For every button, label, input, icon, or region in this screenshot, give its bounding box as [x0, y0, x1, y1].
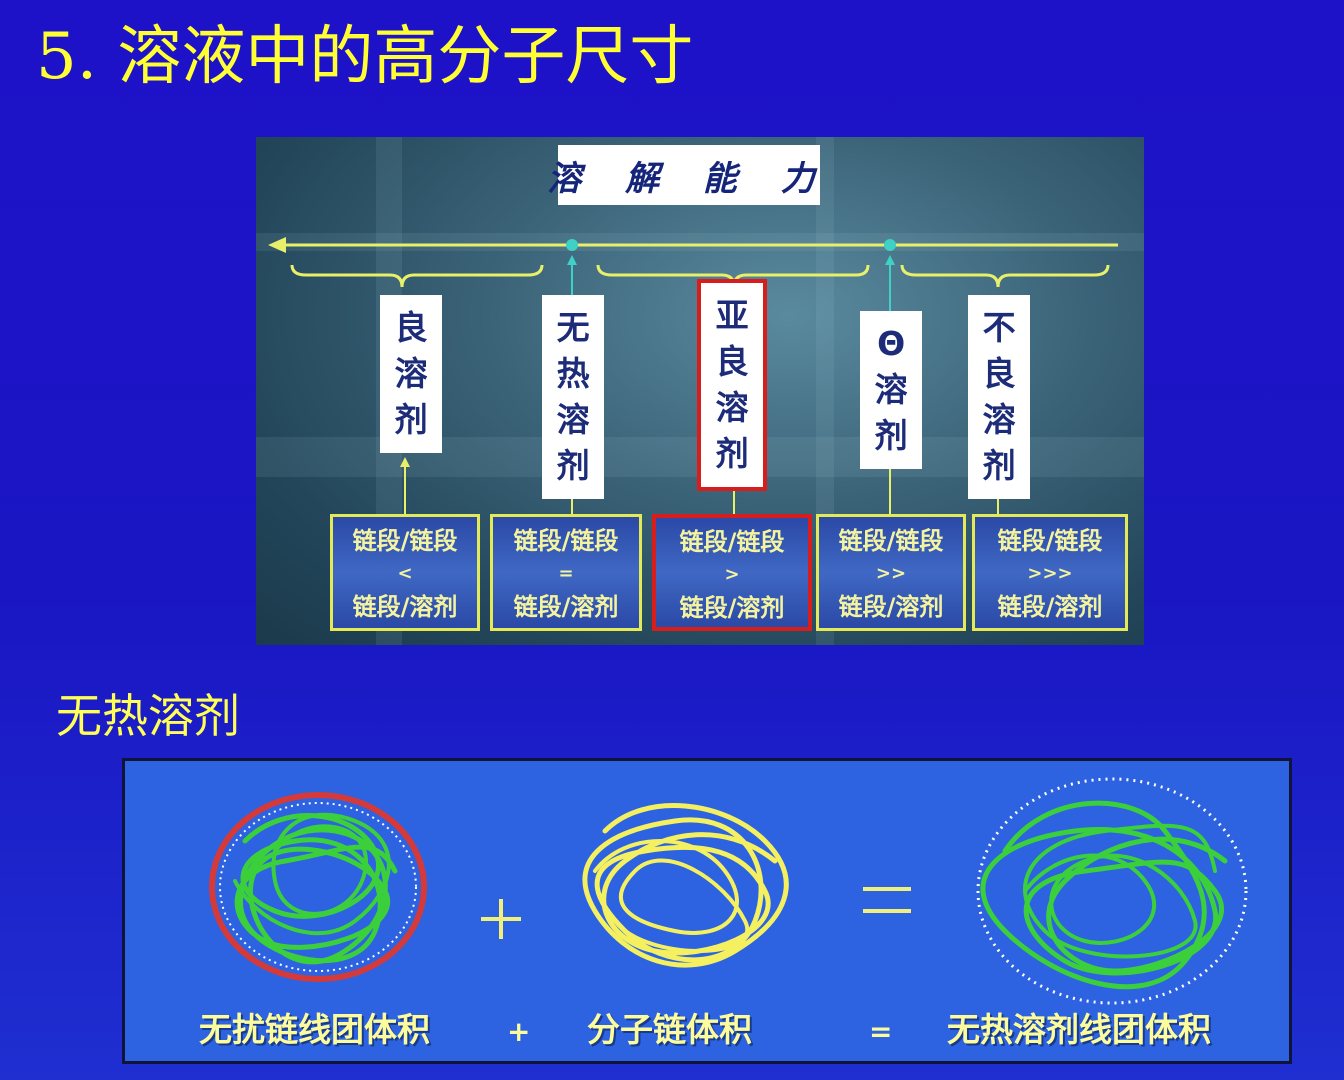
athermal-coil	[976, 777, 1248, 1005]
ratio-top: 链段/链段	[513, 527, 619, 555]
ratio-box-sub-good: 链段/链段 > 链段/溶剂	[652, 514, 812, 631]
ratio-box-poor: 链段/链段 >>> 链段/溶剂	[972, 514, 1128, 631]
ratio-operator: >	[724, 564, 740, 585]
ratio-operator: =	[558, 563, 574, 584]
caption-plus: +	[507, 1015, 531, 1048]
chain-volume-coil	[582, 803, 789, 968]
equals-symbol	[863, 887, 911, 913]
ratio-bottom: 链段/溶剂	[997, 593, 1103, 621]
ratio-bottom: 链段/溶剂	[679, 594, 785, 622]
ratio-box-good: 链段/链段 < 链段/溶剂	[330, 514, 480, 631]
solvency-axis-diagram	[268, 237, 1118, 514]
plus-symbol	[481, 899, 521, 939]
slide-title: 5. 溶液中的高分子尺寸	[36, 20, 694, 94]
ratio-box-theta: 链段/链段 >> 链段/溶剂	[816, 514, 966, 631]
ratio-top: 链段/链段	[352, 527, 458, 555]
coil-illustration	[209, 777, 1248, 1005]
athermal-coil-volume-caption: 无热溶剂线团体积	[947, 1010, 1211, 1049]
solvency-title: 溶 解 能 力	[547, 145, 820, 205]
ratio-operator: >>	[875, 563, 907, 584]
unperturbed-coil-volume-caption: 无扰链线团体积	[199, 1010, 430, 1049]
coil-volume-figure: 无扰链线团体积 + 分子链体积 = 无热溶剂线团体积	[122, 758, 1292, 1064]
good-solvent-label: 良溶剂	[380, 295, 443, 453]
ratio-operator: <	[397, 563, 413, 584]
sub-good-solvent-label: 亚良溶剂	[697, 279, 768, 491]
chain-volume-caption: 分子链体积	[587, 1010, 752, 1049]
ratio-bottom: 链段/溶剂	[513, 593, 619, 621]
ratio-top: 链段/链段	[997, 527, 1103, 555]
unperturbed-coil	[209, 792, 427, 982]
caption-equals: =	[869, 1015, 893, 1048]
poor-solvent-label: 不良溶剂	[968, 295, 1031, 499]
ratio-bottom: 链段/溶剂	[838, 593, 944, 621]
ratio-top: 链段/链段	[838, 527, 944, 555]
ratio-bottom: 链段/溶剂	[352, 593, 458, 621]
ratio-box-athermal: 链段/链段 = 链段/溶剂	[490, 514, 642, 631]
ratio-operator: >>>	[1027, 563, 1073, 584]
subsection-title: 无热溶剂	[56, 689, 240, 743]
athermal-solvent-label: 无热溶剂	[542, 295, 605, 499]
ratio-top: 链段/链段	[679, 528, 785, 556]
